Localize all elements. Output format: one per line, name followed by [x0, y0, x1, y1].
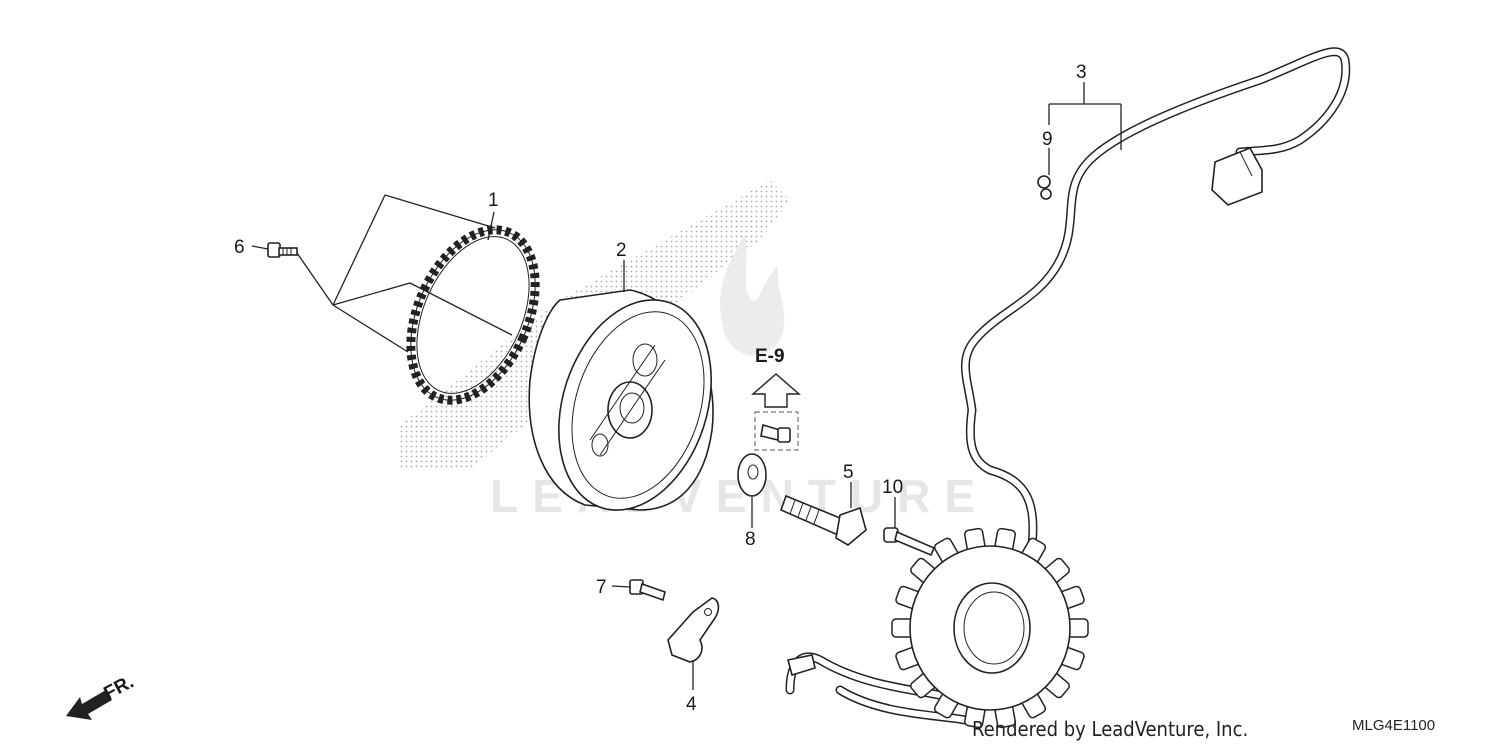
part-8-washer[interactable] — [737, 453, 767, 497]
callout-7[interactable]: 7 — [596, 577, 607, 598]
callout-labels: 1 2 3 4 5 6 7 8 9 10 E-9 — [234, 62, 1087, 715]
leader-lines — [251, 82, 1122, 690]
part-6-bolt[interactable] — [267, 242, 298, 258]
part-2-flywheel[interactable] — [528, 280, 737, 530]
part-10-screw[interactable] — [883, 527, 936, 557]
callout-5[interactable]: 5 — [843, 462, 854, 483]
credit-text: Rendered by LeadVenture, Inc. — [972, 717, 1249, 741]
callout-6[interactable]: 6 — [234, 237, 245, 258]
e9-reference-bolt[interactable] — [754, 411, 799, 451]
callout-3[interactable]: 3 — [1076, 62, 1087, 83]
part-4-clamp[interactable] — [667, 597, 720, 663]
part-7-bolt[interactable] — [629, 579, 666, 602]
callout-9[interactable]: 9 — [1042, 129, 1053, 150]
part-5-flange-bolt[interactable] — [779, 494, 867, 546]
callout-10[interactable]: 10 — [882, 477, 903, 498]
reference-e9-label[interactable]: E-9 — [755, 346, 785, 367]
part-9-clip[interactable] — [1037, 175, 1052, 200]
diagram-code: MLG4E1100 — [1352, 717, 1436, 734]
front-direction-arrow: FR. — [66, 672, 137, 720]
callout-8[interactable]: 8 — [745, 529, 756, 550]
callout-2[interactable]: 2 — [616, 240, 627, 261]
callout-1[interactable]: 1 — [488, 190, 499, 211]
e9-reference-arrow[interactable] — [751, 373, 801, 408]
part-3-stator-harness[interactable] — [785, 47, 1351, 729]
part-1-pulser-ring[interactable] — [386, 210, 560, 419]
callout-4[interactable]: 4 — [686, 694, 697, 715]
